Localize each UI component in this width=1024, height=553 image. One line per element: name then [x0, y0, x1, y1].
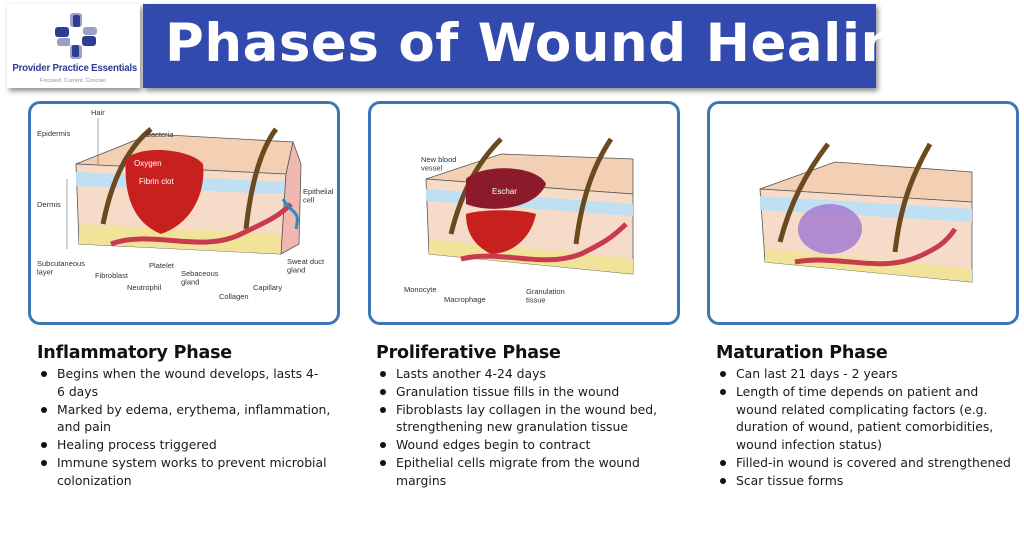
scar-tissue: [798, 204, 862, 254]
label-collagen: Collagen: [219, 292, 249, 301]
maturation-phase-section: Maturation Phase Can last 21 days - 2 ye…: [716, 343, 1024, 490]
capillary-vessel: [460, 222, 628, 263]
label-platelet: Platelet: [149, 261, 175, 270]
wound-clot: [125, 149, 204, 234]
label-fibrin-clot: Fibrin clot: [139, 177, 174, 186]
label-epidermis: Epidermis: [37, 129, 71, 138]
label-line: Epithelial: [303, 187, 334, 196]
maturation-skin-diagram: [759, 142, 973, 283]
label-eschar: Eschar: [492, 187, 517, 196]
page-title: Phases of Wound Healing: [165, 13, 938, 74]
phase-bullet: Marked by edema, erythema, inflammation,…: [37, 401, 332, 437]
label-capillary: Capillary: [253, 283, 282, 292]
label-line: gland: [287, 266, 305, 275]
phase-bullet: Filled-in wound is covered and strengthe…: [716, 454, 1024, 472]
phase-bullet: Scar tissue forms: [716, 472, 1024, 490]
label-line: Sebaceous: [181, 269, 219, 278]
phase-bullet: Begins when the wound develops, lasts 4-…: [37, 365, 322, 401]
phase-title: Maturation Phase: [716, 343, 888, 363]
inflammatory-phase-section: Inflammatory Phase Begins when the wound…: [37, 343, 357, 490]
phase-bullet: Immune system works to prevent microbial…: [37, 454, 332, 490]
phase-bullet: Can last 21 days - 2 years: [716, 365, 1024, 383]
label-line: cell: [303, 196, 315, 205]
label-monocyte: Monocyte: [404, 285, 437, 294]
phase-title: Inflammatory Phase: [37, 343, 232, 363]
maturation-diagram-panel: [707, 101, 1019, 325]
label-line: Sweat duct: [287, 257, 325, 266]
label-fibroblast: Fibroblast: [95, 271, 129, 280]
capillary-vessel: [110, 202, 293, 247]
phase-bullet: Lasts another 4-24 days: [376, 365, 696, 383]
label-neutrophil: Neutrophil: [127, 283, 162, 292]
logo-card: Provider Practice Essentials Focused. Cu…: [7, 4, 140, 88]
sweat-duct: [281, 198, 299, 230]
phase-bullet-list: Can last 21 days - 2 years Length of tim…: [716, 365, 1024, 490]
proliferative-phase-section: Proliferative Phase Lasts another 4-24 d…: [376, 343, 696, 490]
phase-bullet: Length of time depends on patient and wo…: [716, 383, 1011, 454]
medical-cross-icon: [55, 13, 97, 59]
logo-tagline: Focused. Current. Concise.: [40, 78, 107, 84]
inflammatory-diagram-panel: Hair Epidermis Bacteria Oxygen Fibrin cl…: [28, 101, 340, 325]
phase-bullet-list: Begins when the wound develops, lasts 4-…: [37, 365, 357, 490]
label-dermis: Dermis: [37, 200, 61, 209]
phase-bullet: Fibroblasts lay collagen in the wound be…: [376, 401, 666, 437]
hair-left: [100, 127, 153, 225]
phase-bullet: Wound edges begin to contract: [376, 436, 696, 454]
logo-name: Provider Practice Essentials: [12, 62, 138, 74]
label-line: gland: [181, 278, 199, 287]
eschar: [466, 168, 546, 209]
granulation-tissue: [466, 210, 536, 254]
capillary-vessel: [794, 227, 958, 267]
hair-left: [777, 142, 830, 243]
label-line: Granulation: [526, 287, 565, 296]
phase-bullet: Healing process triggered: [37, 436, 357, 454]
hair-right: [892, 142, 933, 253]
hair-right: [243, 127, 279, 230]
title-banner: Phases of Wound Healing: [143, 4, 937, 88]
label-line: vessel: [421, 164, 443, 173]
label-hair: Hair: [91, 108, 105, 117]
label-bacteria: Bacteria: [146, 130, 174, 139]
label-macrophage: Macrophage: [444, 295, 486, 304]
phase-title: Proliferative Phase: [376, 343, 561, 363]
label-line: New blood: [421, 155, 456, 164]
phase-bullet: Granulation tissue fills in the wound: [376, 383, 696, 401]
label-line: tissue: [526, 296, 546, 305]
phase-bullet-list: Lasts another 4-24 days Granulation tiss…: [376, 365, 696, 490]
inflammatory-skin-diagram: Hair Epidermis Bacteria Oxygen Fibrin cl…: [37, 108, 334, 301]
label-oxygen: Oxygen: [134, 159, 162, 168]
hair-right: [573, 137, 614, 245]
phase-bullet: Epithelial cells migrate from the wound …: [376, 454, 656, 490]
label-line: Subcutaneous: [37, 259, 85, 268]
label-line: layer: [37, 268, 54, 277]
